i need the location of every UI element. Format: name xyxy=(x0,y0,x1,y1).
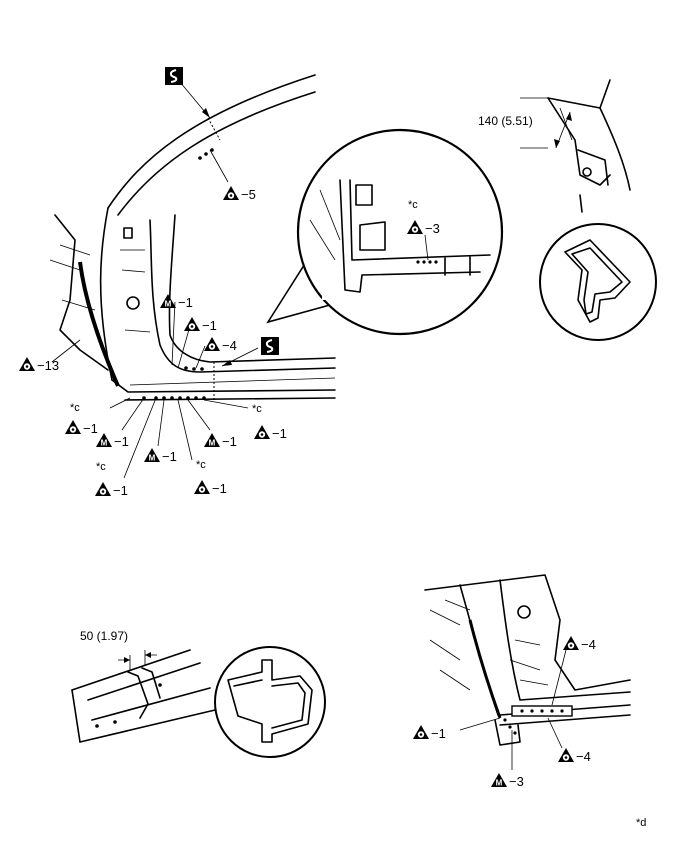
spot-weld-icon xyxy=(223,186,239,200)
sill-section-view xyxy=(214,646,326,758)
pillar-cut-detail xyxy=(520,79,631,213)
note-c: *c xyxy=(408,199,418,211)
pillar-base-detail xyxy=(424,574,631,746)
callout-spot-5: −5 xyxy=(241,187,256,202)
sill-cut-detail xyxy=(71,649,216,743)
plug-weld-icon xyxy=(491,773,507,788)
spot-weld-icon xyxy=(184,317,200,331)
spot-weld-icon xyxy=(65,420,81,434)
spot-weld-icon xyxy=(204,337,220,351)
callout-plug-1: −1 xyxy=(114,434,129,449)
callout-plug-1: −1 xyxy=(162,449,177,464)
pillar-section-view xyxy=(539,223,657,341)
leader-lines xyxy=(459,649,567,770)
spot-weld-icon xyxy=(254,425,270,439)
detail-zoom-bubble xyxy=(266,128,504,336)
callout-spot-1: −1 xyxy=(83,421,98,436)
callout-spot-1: −1 xyxy=(202,318,217,333)
callout-spot-3: −3 xyxy=(425,221,440,236)
callout-spot-1: −1 xyxy=(272,426,287,441)
note-c: *c xyxy=(96,461,106,473)
callout-plug-1: −1 xyxy=(222,434,237,449)
note-c: *c xyxy=(252,403,262,415)
callout-spot-4: −4 xyxy=(581,637,596,652)
leader-lines xyxy=(51,149,249,479)
saw-cut-icon xyxy=(164,66,184,86)
callout-spot-4: −4 xyxy=(576,749,591,764)
spot-weld-icon xyxy=(194,480,210,494)
saw-cut-icon xyxy=(260,336,280,356)
spot-weld-icon xyxy=(558,748,574,762)
callout-spot-13: −13 xyxy=(37,358,59,373)
note-c: *c xyxy=(70,402,80,414)
spot-weld-icon xyxy=(413,725,429,739)
note-d: *d xyxy=(636,817,646,829)
plug-weld-icon xyxy=(204,433,220,448)
dimension-pillar-cut: 140 (5.51) xyxy=(478,114,533,128)
plug-weld-icon xyxy=(144,448,160,463)
dimension-sill-cut: 50 (1.97) xyxy=(80,629,128,643)
spot-weld-icon xyxy=(563,636,579,650)
main-body-diagram xyxy=(49,74,336,401)
callout-plug-1: −1 xyxy=(178,295,193,310)
plug-weld-icon xyxy=(96,433,112,448)
callout-plug-3: −3 xyxy=(509,774,524,789)
spot-weld-icon xyxy=(95,482,111,496)
callout-spot-4: −4 xyxy=(222,338,237,353)
note-c: *c xyxy=(196,459,206,471)
callout-spot-1: −1 xyxy=(113,483,128,498)
spot-weld-icon xyxy=(19,357,35,371)
callout-spot-1: −1 xyxy=(212,481,227,496)
plug-weld-icon xyxy=(160,294,176,309)
callout-spot-1: −1 xyxy=(431,726,446,741)
